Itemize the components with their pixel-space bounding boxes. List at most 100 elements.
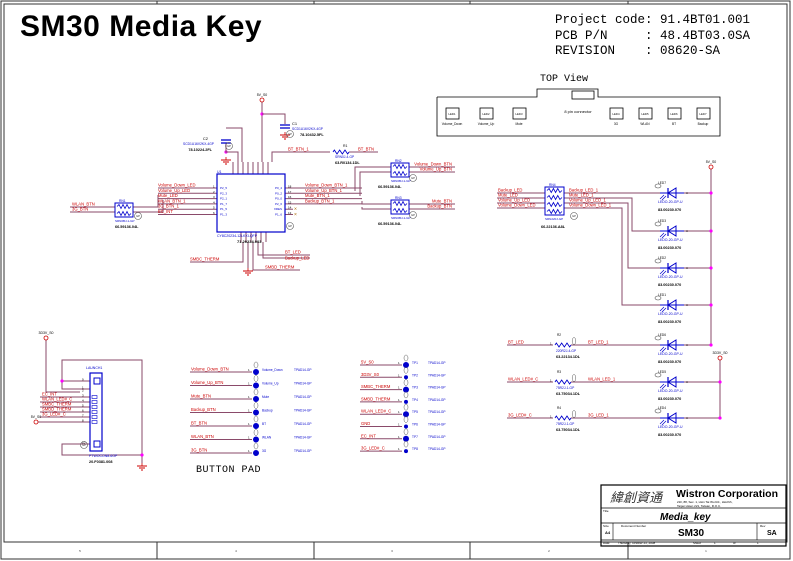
launch1-part: PTWOCON8-6GP: [89, 454, 118, 458]
net-label: Volume_Down_LED_1: [569, 203, 612, 208]
top-view-leds: LED1Volume_DownLED2Volume_UpLED3MuteLED4…: [442, 107, 711, 126]
led-pn: 83.00230.070: [658, 283, 681, 287]
led-ref: LED4: [658, 406, 666, 410]
pin-number: 3: [82, 394, 84, 398]
button-pad-part: TPAD14-GP: [294, 409, 311, 413]
junction-dot: [140, 453, 144, 457]
gp-marker-icon: [403, 354, 409, 362]
title-block-company-cn: 緯創資通: [610, 491, 663, 506]
wires: [38, 102, 722, 463]
pin-number: 1: [248, 436, 250, 440]
title-block-sheet-label: Sheet: [693, 541, 701, 545]
project-code-label: Project code: [555, 13, 646, 27]
led-anode-label: A: [686, 343, 688, 347]
net-label: Mute_LED_1: [569, 193, 594, 198]
gp-marker-icon: [409, 174, 417, 182]
title-block: [600, 484, 787, 547]
led-part: LEDO-20-GP-U: [658, 275, 683, 279]
pin-number: 1: [398, 410, 400, 414]
pin-number: 1: [248, 409, 250, 413]
net-label: WLAN_LED#_C: [361, 409, 391, 414]
button-pad-part: TPAD14-GP: [294, 368, 311, 372]
pin-number: 9: [82, 378, 84, 382]
resistor-icon: [554, 415, 572, 421]
led-anode-label: A: [686, 416, 688, 420]
led-arrow-icon: [659, 346, 667, 353]
net-label: WLAN_LED_1: [588, 377, 616, 382]
pin-number: 1: [213, 185, 215, 189]
top-view-led-ref: LED1: [449, 112, 456, 116]
led-part: LEDO-20-GP-U: [658, 312, 683, 316]
launch1-pin: [91, 400, 98, 404]
rn4-out-wire: [564, 197, 660, 232]
gp-marker-label: GP: [82, 443, 86, 447]
led-r-value: 75R2J-1-GP: [556, 386, 575, 390]
title-block-date-label: Date:: [603, 541, 611, 545]
net-label: Backup_BTN: [427, 204, 452, 209]
led-arrow-icon: [659, 383, 667, 390]
gp-marker-icon: [80, 441, 88, 449]
backup-led-wire: [262, 242, 310, 259]
gp-marker-icon: [253, 361, 259, 369]
led-r-pn: 63.22134.1DL: [556, 355, 581, 359]
title-block-title: Media_key: [660, 512, 711, 523]
net-label: 3G_BTN: [72, 207, 88, 212]
pin-number: 14: [288, 206, 292, 210]
gp-marker-icon: [654, 258, 662, 264]
resistor-icon: [332, 149, 350, 155]
button-pad-name: Volume_Down: [262, 368, 283, 372]
led-r-value: 75R2J-1-GP: [556, 422, 575, 426]
resistor-array-body: [114, 202, 134, 218]
net-label: SMBC_THERM: [42, 402, 72, 407]
r1-ref: R1: [343, 144, 348, 148]
net-label: SMBD_THERM: [361, 396, 391, 401]
net-label: WLAN_LED#_C: [508, 377, 538, 382]
button-pad-name: WLAN: [262, 436, 272, 440]
net-label: GND: [361, 421, 370, 426]
gp-marker-icon: [253, 442, 259, 450]
test-pad-icon: [404, 424, 408, 429]
junction-dot: [709, 343, 713, 347]
title-block-date: Thursday, October 23, 2008: [618, 541, 656, 545]
launch1-ref: LAUNCH1: [86, 366, 102, 370]
resistor-icon: [554, 379, 572, 385]
rn1-out-wire: [133, 195, 159, 208]
pin-number: 1: [550, 379, 552, 383]
net-label: Mute_LED: [158, 193, 178, 198]
smbc-wire: [190, 242, 244, 263]
button-pad-part: TPAD14-GP: [294, 382, 311, 386]
junction-dot: [709, 229, 713, 233]
title-block-size-label: Size: [603, 524, 609, 528]
title-block-doc-label: Document Number: [621, 524, 647, 528]
resistor-zigzag-icon: [546, 201, 563, 208]
button-pad-part: TPAD14-GP: [294, 422, 311, 426]
title-block-of-label: of: [733, 541, 736, 545]
resistor-array-body: [390, 162, 410, 178]
pin-number: 1: [82, 386, 84, 390]
led-anode-label: A: [686, 303, 688, 307]
bt-btn-wire: [271, 151, 330, 162]
pin-name: P2_5: [220, 186, 227, 190]
test-point-part: TPAD14-GP: [428, 410, 445, 414]
title-block-size: A4: [605, 530, 611, 535]
top-view-led-ref: LED7: [700, 112, 707, 116]
power-label: 5V_S0: [706, 160, 717, 164]
test-pad-icon: [403, 411, 409, 418]
top-view-led-name: Volume_Down: [442, 122, 463, 126]
pin-name: P1_6: [275, 213, 282, 217]
title-block-doc: SM30: [678, 528, 705, 539]
led-anode-label: A: [686, 191, 688, 195]
launch1-pin: [91, 415, 98, 419]
pin-number: 1: [398, 398, 400, 402]
net-label: Volume_Down_LED: [158, 183, 195, 188]
pin-name: P2_3: [220, 191, 227, 195]
net-label: Volume_Down_BTN: [414, 162, 452, 167]
pin-number: 1: [248, 382, 250, 386]
rn-part: SRN0BJ-1-GP: [391, 216, 411, 220]
launch1-body: [89, 372, 103, 452]
test-point-part: TPAD14-GP: [428, 423, 445, 427]
pin-number: 1: [248, 422, 250, 426]
pin-number: 1: [398, 447, 400, 451]
test-pad-icon: [253, 450, 259, 456]
test-point-part: TPAD14-GP: [428, 386, 445, 390]
